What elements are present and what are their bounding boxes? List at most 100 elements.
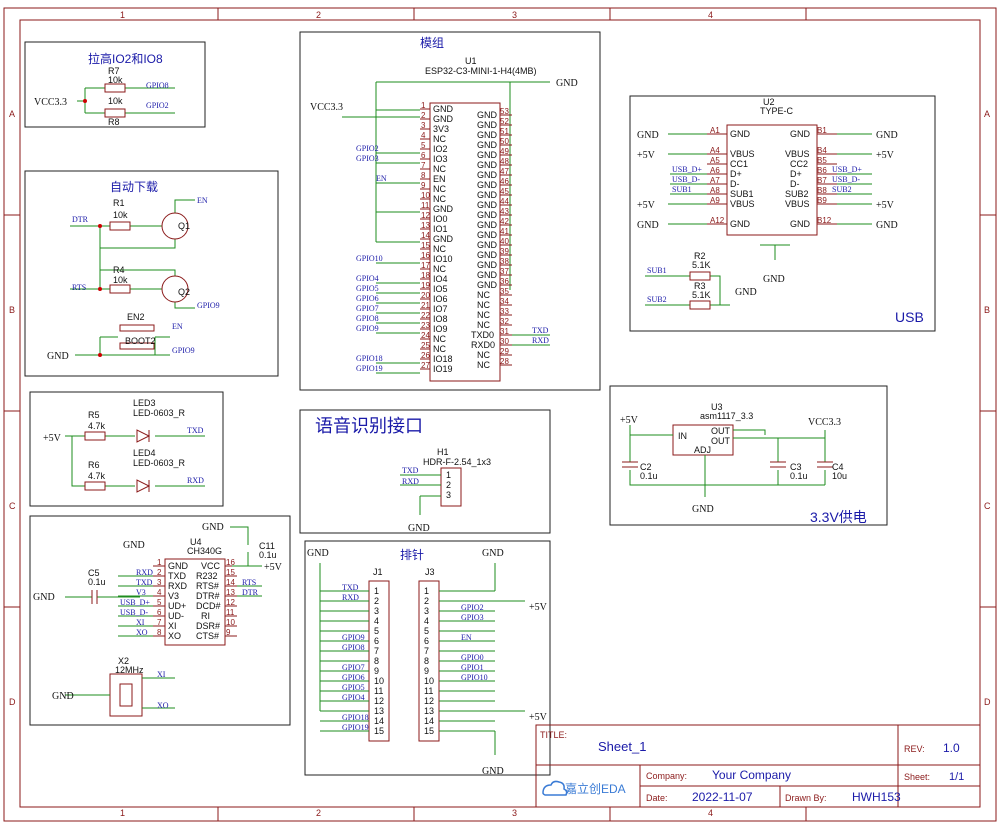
net-txd-led: TXD — [187, 426, 204, 435]
u1-pin-name: NC — [477, 300, 490, 310]
company-label: Company: — [646, 771, 687, 781]
u1-left-net: EN — [376, 174, 387, 183]
u2-right-net: +5V — [876, 150, 895, 161]
u1-left-net: GPIO7 — [356, 304, 379, 313]
r3-resistor — [689, 300, 711, 310]
zone-row-left: C — [9, 501, 16, 511]
u4-pin-num: 16 — [226, 558, 235, 567]
u2-ref: U2 — [763, 97, 775, 107]
j1-pin-num: 7 — [374, 646, 379, 656]
u2-pin-name: CC1 — [730, 159, 748, 169]
c4-val: 10u — [832, 471, 847, 481]
u1-pin-name: NC — [433, 344, 446, 354]
date-value: 2022-11-07 — [692, 790, 753, 804]
u2-pin-num: A9 — [710, 196, 720, 205]
r2-resistor — [689, 271, 711, 281]
gnd-ch340-pin1: GND — [123, 540, 145, 551]
u2-pin-name: SUB2 — [785, 189, 809, 199]
u1-pin-name: GND — [477, 140, 498, 150]
u1-pin-name: GND — [477, 230, 498, 240]
led4-diode — [136, 479, 151, 493]
u2-pin-num: B7 — [817, 176, 827, 185]
u1-pin-name: NC — [433, 244, 446, 254]
j3-pin-num: 4 — [424, 616, 429, 626]
gnd-j3-bottom: GND — [482, 766, 504, 777]
u4-pin-num: 9 — [226, 628, 231, 637]
u4-pin-name: XI — [168, 621, 177, 631]
u1-left-net: GPIO19 — [356, 364, 383, 373]
en2-ref: EN2 — [127, 312, 145, 322]
u2-left-net: GND — [637, 220, 659, 231]
j3-pin-num: 3 — [424, 606, 429, 616]
u1-pin-num: 47 — [500, 167, 509, 176]
u1-right-net: TXD — [532, 326, 549, 335]
zone-col-bottom: 1 — [120, 808, 125, 818]
u1-pin-name: NC — [477, 320, 490, 330]
u1-pin-name: IO3 — [433, 154, 448, 164]
zone-col-bottom: 4 — [708, 808, 713, 818]
sheet-label: Sheet: — [904, 772, 930, 782]
u1-pin-num: 38 — [500, 257, 509, 266]
u2-pin-name: D- — [790, 179, 800, 189]
u2-pin-num: B4 — [817, 146, 827, 155]
u4-pin-num: 3 — [157, 578, 162, 587]
j1-net: RXD — [342, 593, 359, 602]
u1-pin-name: GND — [477, 250, 498, 260]
j1-pin-num: 8 — [374, 656, 379, 666]
u1-pin-num: 16 — [421, 251, 430, 260]
u2-pin-name: CC2 — [790, 159, 808, 169]
u2-pin-name: VBUS — [785, 199, 810, 209]
net-xo-x2: XO — [157, 701, 169, 710]
u2-pin-name: GND — [730, 219, 751, 229]
gnd-x2: GND — [52, 691, 74, 702]
zone-row-right: A — [984, 109, 990, 119]
r3-val: 5.1K — [692, 290, 711, 300]
u4-ref: U4 — [190, 537, 202, 547]
u1-pin-name: GND — [433, 114, 454, 124]
j3-pin-num: 14 — [424, 716, 434, 726]
u4-pin-num: 7 — [157, 618, 162, 627]
r1-ref: R1 — [113, 198, 125, 208]
u1-pin-name: GND — [477, 240, 498, 250]
u2-pin-num: A5 — [710, 156, 720, 165]
u1-left-net: GPIO6 — [356, 294, 379, 303]
zone-col-bottom: 2 — [316, 808, 321, 818]
c11-ref: C11 — [259, 541, 275, 551]
u1-pin-num: 48 — [500, 157, 509, 166]
title-label: TITLE: — [540, 730, 567, 740]
u1-pin-name: NC — [433, 194, 446, 204]
p5v-power: +5V — [620, 415, 639, 426]
j3-pin-num: 10 — [424, 676, 434, 686]
u1-pin-num: 52 — [500, 117, 509, 126]
gnd-h1: GND — [408, 523, 430, 534]
u4-left-net: USB_D- — [120, 608, 148, 617]
net-gpio9-q2: GPIO9 — [197, 301, 220, 310]
u1-pin-num: 11 — [421, 201, 430, 210]
u1-pin-name: IO18 — [433, 354, 453, 364]
u4-pin-name: R232 — [196, 571, 218, 581]
u3-ref: U3 — [711, 402, 723, 412]
u1-left-net: GPIO2 — [356, 144, 379, 153]
u1-pin-num: 23 — [421, 321, 430, 330]
j1-ref: J1 — [373, 567, 383, 577]
r1-resistor — [109, 221, 131, 231]
c5-ref: C5 — [88, 568, 100, 578]
u1-pin-num: 7 — [421, 161, 426, 170]
gnd-module: GND — [556, 78, 578, 89]
u1-pin-name: GND — [433, 204, 454, 214]
c5-val: 0.1u — [88, 577, 106, 587]
u1-pin-num: 33 — [500, 307, 509, 316]
j3-pin-num: 9 — [424, 666, 429, 676]
u2-right-net: USB_D+ — [832, 165, 862, 174]
u1-pin-name: RXD0 — [471, 340, 495, 350]
net-rxd-h1: RXD — [402, 477, 419, 486]
c2-val: 0.1u — [640, 471, 658, 481]
u4-pin-name: UD+ — [168, 601, 186, 611]
u1-pin-name: NC — [477, 360, 490, 370]
module-section: 模组 U1 ESP32-C3-MINI-1-H4(4MB) VCC3.3 GND… — [299, 31, 601, 391]
u1-pin-num: 28 — [500, 357, 509, 366]
j1-pin-num: 14 — [374, 716, 384, 726]
u1-pin-name: NC — [433, 334, 446, 344]
u2-left-net: +5V — [637, 150, 656, 161]
